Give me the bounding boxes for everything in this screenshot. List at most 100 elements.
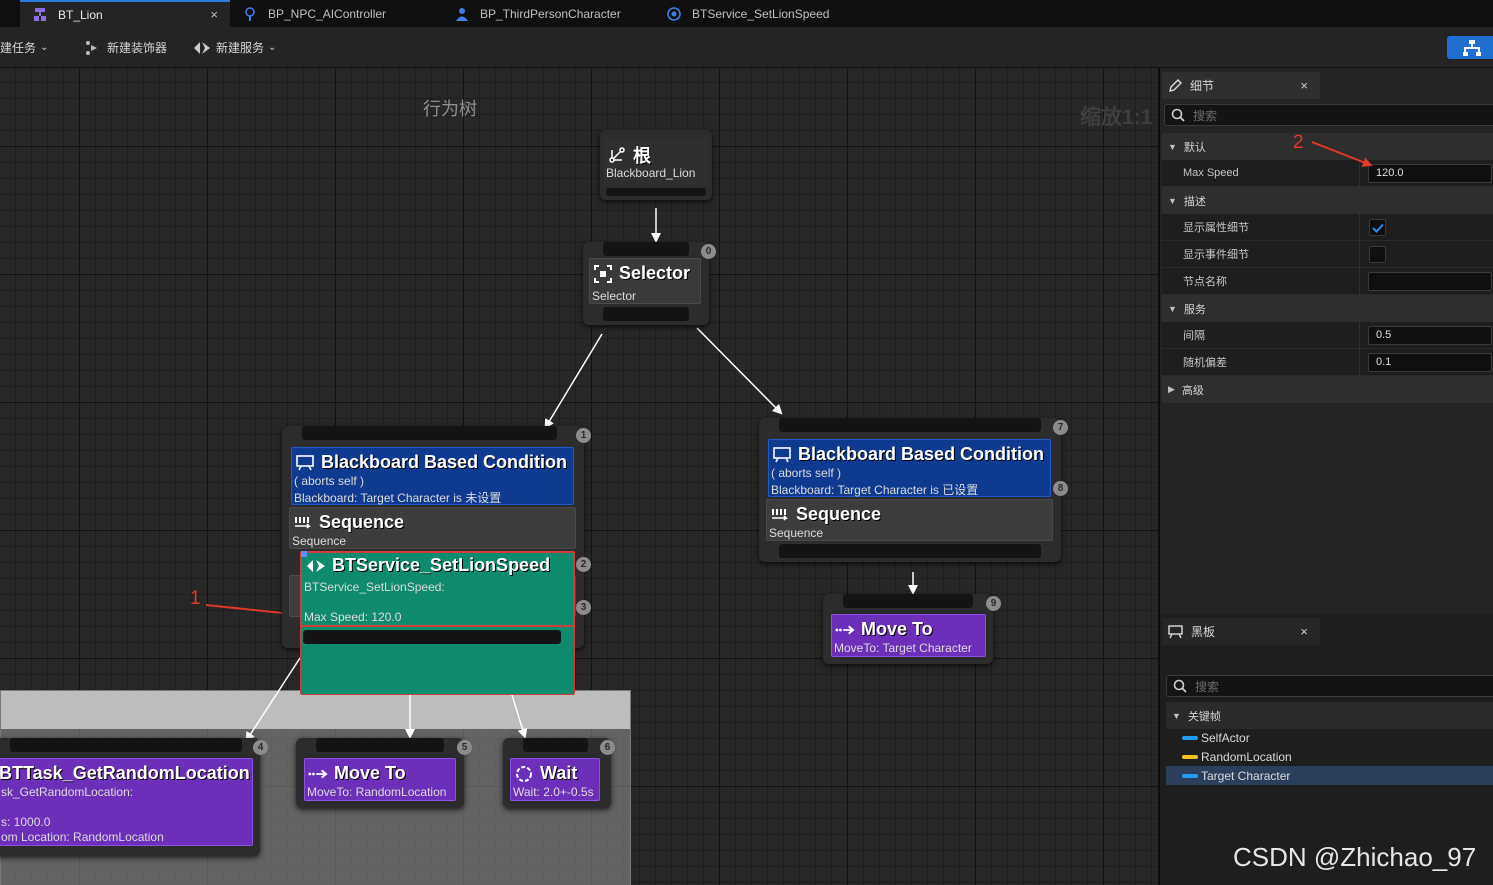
interval-field[interactable]: 0.5 bbox=[1368, 326, 1492, 345]
right-sequence-subtitle: Sequence bbox=[769, 526, 824, 540]
blackboard-key-randomlocation[interactable]: RandomLocation bbox=[1166, 747, 1493, 766]
left-sequence-index-badge: 3 bbox=[576, 600, 591, 615]
decorator-icon bbox=[84, 40, 100, 56]
tab-btservice-setlionspeed[interactable]: BTService_SetLionSpeed bbox=[658, 0, 878, 27]
task-get-random-location-node[interactable]: 4 BTTask_GetRandomLocation sk_GetRandomL… bbox=[0, 738, 268, 856]
wait-icon bbox=[514, 764, 534, 784]
right-moveto-input-pin[interactable] bbox=[843, 594, 973, 608]
moveto-random-index-badge: 5 bbox=[457, 740, 472, 755]
right-sequence-output-pin[interactable] bbox=[779, 544, 1041, 558]
show-event-details-checkbox[interactable] bbox=[1369, 246, 1386, 263]
task-random-index-badge: 4 bbox=[253, 740, 268, 755]
sequence-icon bbox=[770, 505, 790, 525]
object-key-icon bbox=[1182, 773, 1198, 778]
right-top-index-badge: 7 bbox=[1053, 420, 1068, 435]
collapse-arrow-icon: ▼ bbox=[1168, 303, 1177, 314]
blackboard-search-input[interactable]: 搜索 bbox=[1166, 675, 1493, 697]
row-max-speed: Max Speed 120.0 bbox=[1162, 160, 1493, 187]
search-icon bbox=[1171, 108, 1185, 122]
character-icon bbox=[454, 6, 470, 22]
details-search-input[interactable]: 搜索 bbox=[1164, 104, 1493, 126]
service-set-lion-speed[interactable]: BTService_SetLionSpeed BTService_SetLion… bbox=[300, 551, 575, 627]
right-sequence-block[interactable]: Sequence Sequence bbox=[766, 499, 1053, 541]
right-sequence-input-pin[interactable] bbox=[779, 418, 1041, 432]
right-moveto-node[interactable]: 9 Move To MoveTo: Target Character bbox=[823, 594, 1001, 664]
close-blackboard-icon[interactable]: × bbox=[1300, 624, 1308, 639]
blackboard-key-target-character[interactable]: Target Character bbox=[1166, 766, 1493, 785]
left-sequence-input-pin[interactable] bbox=[302, 426, 557, 440]
ai-controller-icon bbox=[242, 6, 258, 22]
right-moveto-subtitle: MoveTo: Target Character bbox=[834, 641, 972, 655]
random-deviation-field[interactable]: 0.1 bbox=[1368, 353, 1492, 372]
new-task-button[interactable]: 新建任务 ⌄ bbox=[0, 27, 48, 68]
root-output-pin[interactable] bbox=[606, 188, 706, 196]
new-decorator-button[interactable]: 新建装饰器 bbox=[84, 27, 167, 68]
right-moveto-index-badge: 9 bbox=[986, 596, 1001, 611]
left-condition-decorator[interactable]: Blackboard Based Condition ( aborts self… bbox=[291, 447, 574, 505]
right-condition-decorator[interactable]: Blackboard Based Condition ( aborts self… bbox=[768, 439, 1051, 497]
section-advanced[interactable]: ▶ 高级 bbox=[1162, 376, 1493, 403]
details-search-placeholder: 搜索 bbox=[1193, 108, 1218, 123]
task-random-line1: sk_GetRandomLocation: bbox=[1, 785, 134, 799]
tab-label: BT_Lion bbox=[58, 7, 103, 22]
left-sequence-block[interactable]: Sequence Sequence bbox=[289, 507, 576, 549]
tree-layout-button[interactable] bbox=[1447, 36, 1493, 59]
right-moveto-body: Move To MoveTo: Target Character bbox=[831, 614, 986, 657]
task-random-body: BTTask_GetRandomLocation sk_GetRandomLoc… bbox=[0, 758, 253, 846]
section-service[interactable]: ▼ 服务 bbox=[1162, 295, 1493, 322]
moveto-random-subtitle: MoveTo: RandomLocation bbox=[307, 785, 447, 799]
tab-label: BTService_SetLionSpeed bbox=[692, 6, 830, 21]
show-property-details-checkbox[interactable] bbox=[1369, 219, 1386, 236]
selector-output-pin[interactable] bbox=[603, 307, 689, 321]
interval-label: 间隔 bbox=[1183, 330, 1205, 342]
root-icon bbox=[607, 145, 627, 165]
details-tab-label: 细节 bbox=[1190, 79, 1215, 93]
blackboard-tab[interactable]: 黑板 × bbox=[1162, 618, 1320, 645]
blackboard-key-selfactor[interactable]: SelfActor bbox=[1166, 728, 1493, 747]
close-tab-icon[interactable]: × bbox=[210, 7, 218, 22]
graph-title: 行为树 bbox=[423, 99, 477, 119]
left-top-index-badge: 1 bbox=[576, 428, 591, 443]
editor-toolbar: 新建任务 ⌄ 新建装饰器 新建服务 ⌄ bbox=[0, 27, 1493, 68]
tab-bp-npc-aicontroller[interactable]: BP_NPC_AIController bbox=[234, 0, 434, 27]
key-name: Target Character bbox=[1201, 768, 1291, 783]
left-sequence-title: Sequence bbox=[319, 512, 405, 532]
task-random-title: BTTask_GetRandomLocation bbox=[0, 763, 250, 783]
watermark: CSDN @Zhichao_97 bbox=[1233, 842, 1477, 872]
right-condition-index-badge: 8 bbox=[1053, 481, 1068, 496]
section-keys[interactable]: ▼ 关键帧 bbox=[1166, 702, 1493, 729]
wait-input-pin[interactable] bbox=[523, 738, 588, 752]
object-key-icon bbox=[1182, 735, 1198, 740]
tab-bp-thirdpersoncharacter[interactable]: BP_ThirdPersonCharacter bbox=[446, 0, 656, 27]
root-node-body: 根 Blackboard_Lion bbox=[604, 138, 708, 186]
show-property-details-label: 显示属性细节 bbox=[1183, 222, 1249, 234]
right-condition-title: Blackboard Based Condition bbox=[798, 444, 1045, 464]
document-tab-bar: BT_Lion × BP_NPC_AIController BP_ThirdPe… bbox=[0, 0, 1493, 27]
section-description-label: 描述 bbox=[1183, 195, 1206, 208]
section-default[interactable]: ▼ 默认 bbox=[1162, 133, 1493, 160]
tab-bt-lion[interactable]: BT_Lion × bbox=[20, 0, 230, 27]
move-to-icon bbox=[308, 764, 328, 784]
behavior-tree-graph[interactable]: 行为树 缩放1:1 bbox=[0, 68, 1158, 885]
details-tab[interactable]: 细节 × bbox=[1162, 72, 1320, 99]
node-name-field[interactable] bbox=[1368, 272, 1492, 291]
annotation-arrow-1 bbox=[205, 604, 297, 619]
root-node[interactable]: 根 Blackboard_Lion bbox=[600, 130, 712, 200]
task-random-input-pin[interactable] bbox=[10, 738, 242, 752]
right-sequence-node[interactable]: 7 Blackboard Based Condition ( aborts se… bbox=[759, 418, 1068, 562]
moveto-random-input-pin[interactable] bbox=[316, 738, 444, 752]
close-details-icon[interactable]: × bbox=[1300, 78, 1308, 93]
wait-node[interactable]: 6 Wait Wait: 2.0+-0.5s bbox=[503, 738, 615, 808]
task-random-line2: s: 1000.0 bbox=[1, 815, 51, 829]
moveto-random-node[interactable]: 5 Move To MoveTo: RandomLocation bbox=[296, 738, 472, 808]
new-service-button[interactable]: 新建服务 ⌄ bbox=[193, 27, 276, 68]
task-random-line3: om Location: RandomLocation bbox=[1, 830, 164, 844]
left-sequence-output-pin[interactable] bbox=[303, 630, 561, 644]
sequence-icon bbox=[293, 513, 313, 533]
section-description[interactable]: ▼ 描述 bbox=[1162, 187, 1493, 214]
selector-node[interactable]: Selector Selector 0 bbox=[583, 242, 716, 325]
max-speed-field[interactable]: 120.0 bbox=[1368, 164, 1492, 183]
service-icon bbox=[193, 41, 211, 55]
row-interval: 间隔 0.5 bbox=[1162, 322, 1493, 349]
selector-input-pin[interactable] bbox=[603, 242, 689, 256]
